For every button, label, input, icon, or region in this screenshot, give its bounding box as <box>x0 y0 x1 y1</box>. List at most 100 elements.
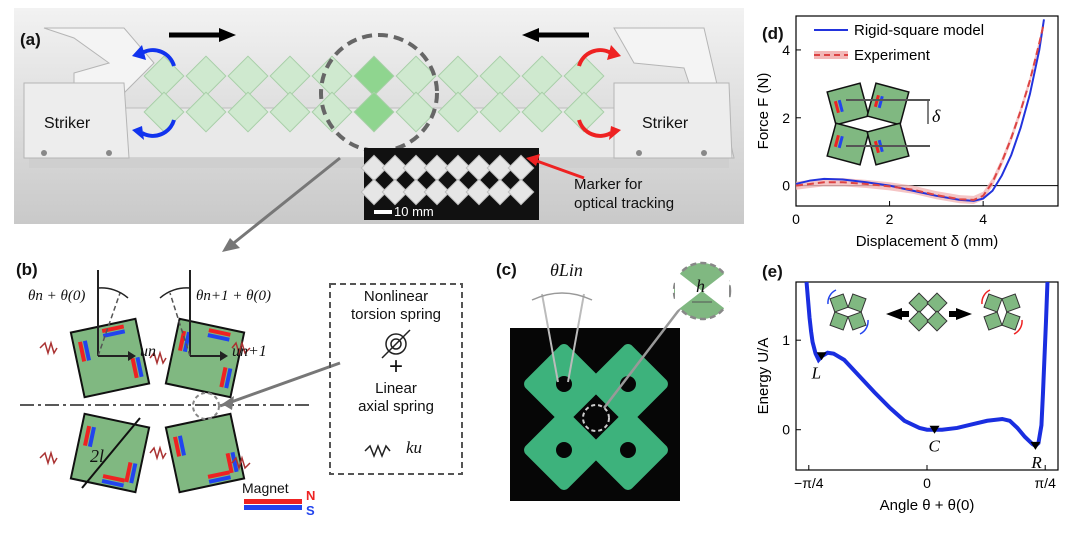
box-line2: torsion spring <box>350 306 442 323</box>
inset-square <box>826 82 870 126</box>
inset-cube <box>444 154 472 182</box>
inset-square <box>866 82 910 126</box>
cube <box>479 55 521 97</box>
box-line4: axial spring <box>358 398 434 415</box>
legend-model-label: Rigid-square model <box>854 22 984 39</box>
u-n1-label: un+1 <box>232 343 267 360</box>
legend-experiment-swatch <box>814 51 848 59</box>
y-tick-label: 2 <box>782 110 790 126</box>
y-axis-label: Force F (N) <box>755 73 772 150</box>
inset-cube <box>507 178 535 206</box>
state-icon <box>981 289 1023 335</box>
theta-lin-label: θLin <box>550 260 583 280</box>
y-tick-label: 0 <box>782 422 790 438</box>
spring-legend-box: Nonlinear torsion spring + Linear axial … <box>330 288 462 416</box>
box-line1: Nonlinear <box>363 288 429 305</box>
y-axis-label: Energy U/A <box>755 338 772 415</box>
cube <box>311 55 353 97</box>
h-label: h <box>696 276 705 296</box>
panel-e-label: (e) <box>762 262 783 281</box>
state-icon <box>827 289 869 335</box>
inset-cube <box>360 178 388 206</box>
state-icon <box>908 292 948 332</box>
state-marker <box>1030 441 1041 450</box>
state-label-point_C: C <box>929 437 941 456</box>
box-plus: + <box>388 353 403 380</box>
cube <box>353 91 395 133</box>
arrow-left <box>886 308 902 320</box>
cube <box>227 91 269 133</box>
inset-cube <box>465 154 493 182</box>
connector-arrow-a-b <box>222 156 341 252</box>
box-line3: Linear <box>375 380 417 397</box>
inset-cube <box>486 154 514 182</box>
cube <box>563 55 605 97</box>
panel-b-label: (b) <box>16 260 38 279</box>
cube <box>395 91 437 133</box>
x-tick-label: π/4 <box>1035 475 1057 491</box>
y-tick-label: 4 <box>782 42 790 58</box>
inset-cube <box>444 178 472 206</box>
panel-b: (b) θn + θ(0) θn+1 + θ(0) un un+1 2l Mag… <box>10 258 480 528</box>
cube <box>311 91 353 133</box>
pole-s-label: S <box>306 503 315 518</box>
cube <box>521 55 563 97</box>
plot-frame <box>795 15 1059 207</box>
cube <box>521 91 563 133</box>
cube <box>185 55 227 97</box>
cube <box>227 55 269 97</box>
panel-a-label: (a) <box>20 30 41 49</box>
x-tick-label: 0 <box>923 475 931 491</box>
marker-label-line1: Marker for <box>574 176 643 193</box>
panel-c-illustration <box>510 261 732 501</box>
inset-cube <box>402 178 430 206</box>
arrow-right <box>956 308 972 320</box>
y-tick-label: 0 <box>782 178 790 194</box>
cube <box>185 91 227 133</box>
magnet-label: Magnet <box>242 480 289 496</box>
x-tick-label: 2 <box>886 211 894 227</box>
panel-a-illustration <box>14 8 744 224</box>
inset-cube <box>381 154 409 182</box>
scale-bar-label: 10 mm <box>394 204 434 219</box>
cube <box>269 55 311 97</box>
inset-square <box>826 122 870 166</box>
x-axis-label: Angle θ + θ(0) <box>880 497 975 514</box>
inset-cube <box>423 178 451 206</box>
model-line <box>795 19 1045 202</box>
cube <box>437 55 479 97</box>
inset-cube <box>423 154 451 182</box>
legend-experiment-label: Experiment <box>854 47 931 64</box>
panel-c: (c) θLin h <box>492 258 772 508</box>
x-tick-label: 0 <box>792 211 800 227</box>
x-tick-label: −π/4 <box>794 475 824 491</box>
y-tick-label: 1 <box>782 332 790 348</box>
delta-label: δ <box>932 106 941 126</box>
theta-n1-label: θn+1 + θ(0) <box>196 288 271 304</box>
striker-right-label: Striker <box>642 115 689 132</box>
theta-n-label: θn + θ(0) <box>28 288 86 304</box>
inset-cube <box>402 154 430 182</box>
cube <box>395 55 437 97</box>
cube <box>269 91 311 133</box>
state-marker <box>816 352 827 361</box>
panel-b-illustration <box>20 270 463 510</box>
x-tick-label: 4 <box>979 211 987 227</box>
experiment-band <box>796 18 1044 204</box>
k-u-label: ku <box>406 438 423 457</box>
two-l-label: 2l <box>90 446 105 466</box>
experiment-line <box>795 22 1045 201</box>
x-axis-label: Displacement δ (mm) <box>856 233 999 250</box>
state-label-point_R: R <box>1030 453 1042 472</box>
inset-square <box>866 122 910 166</box>
inset-cube <box>486 178 514 206</box>
inset-cube <box>465 178 493 206</box>
panel-d-label: (d) <box>762 24 784 43</box>
inset-cube <box>381 178 409 206</box>
striker-left-label: Striker <box>44 115 91 132</box>
pole-n-label: N <box>306 488 316 503</box>
cube <box>437 91 479 133</box>
marker-label-line2: optical tracking <box>574 195 675 212</box>
